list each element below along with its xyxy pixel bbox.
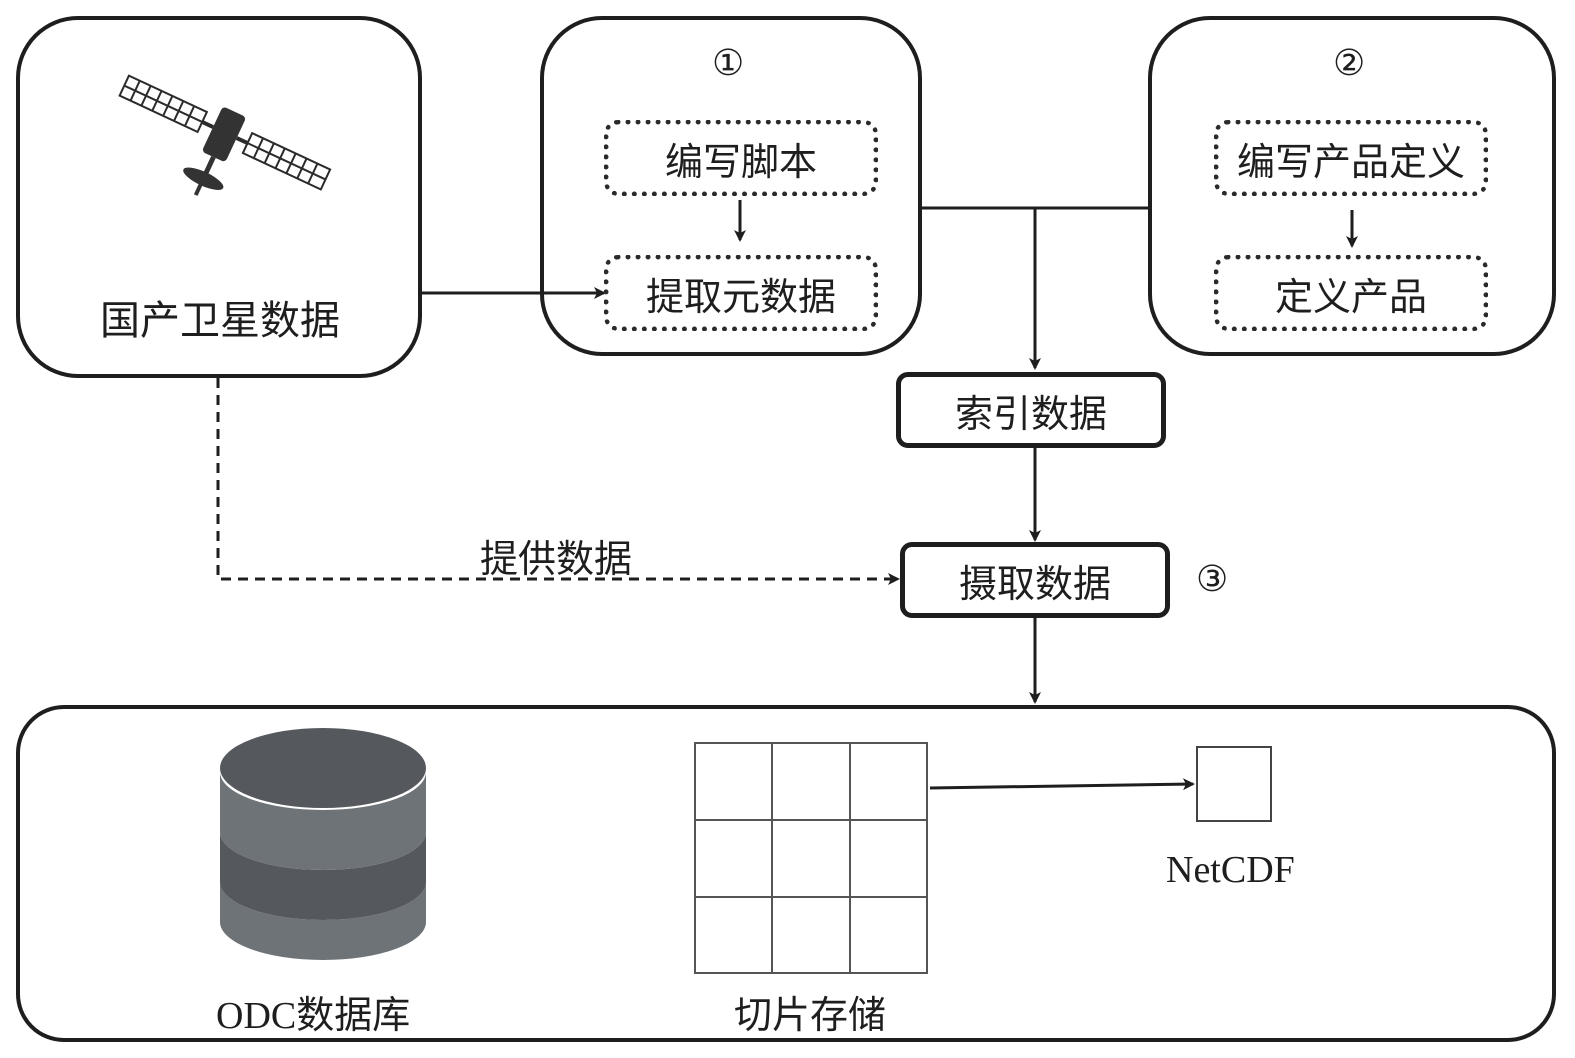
step1-box <box>540 16 922 356</box>
database-icon <box>220 728 426 960</box>
ingest-data-box: 摄取数据 <box>900 542 1170 618</box>
write-script-step: 编写脚本 <box>604 120 878 196</box>
satellite-data-label: 国产卫星数据 <box>100 298 340 344</box>
grid-icon <box>694 742 928 974</box>
satellite-data-box <box>16 16 422 378</box>
netcdf-label: NetCDF <box>1166 849 1295 891</box>
dashed-provide-data-path <box>216 378 900 585</box>
arrow-tiles-to-netcdf <box>929 778 1195 791</box>
define-product-step: 定义产品 <box>1214 255 1488 331</box>
extract-metadata-step: 提取元数据 <box>604 255 878 331</box>
step1-number: ① <box>712 43 745 84</box>
netcdf-square <box>1196 746 1272 822</box>
odc-database-label: ODC数据库 <box>216 995 411 1037</box>
satellite-icon <box>118 74 332 196</box>
index-data-box: 索引数据 <box>896 372 1166 448</box>
tile-storage-label: 切片存储 <box>734 993 887 1037</box>
step3-number: ③ <box>1196 559 1229 600</box>
step2-number: ② <box>1333 43 1366 84</box>
write-product-definition-step: 编写产品定义 <box>1214 120 1488 196</box>
provide-data-label: 提供数据 <box>480 537 633 581</box>
